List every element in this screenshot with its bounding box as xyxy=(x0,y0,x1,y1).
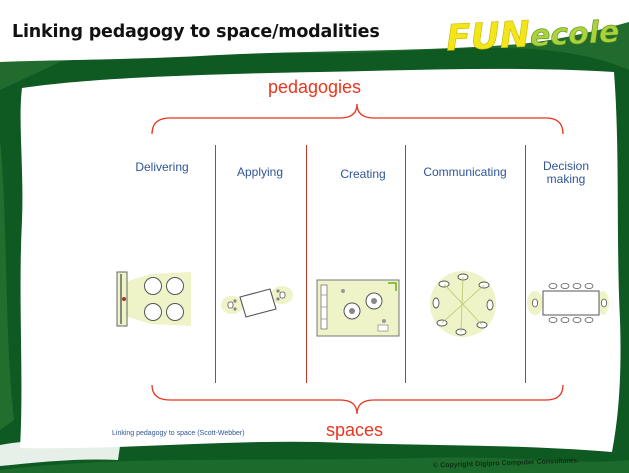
column-divider xyxy=(405,145,406,383)
small-group-table-icon xyxy=(221,286,293,318)
column-label-applying: Applying xyxy=(236,165,284,179)
source-caption: Linking pedagogy to space (Scott-Webber) xyxy=(112,430,245,437)
lecture-room-layout-icon xyxy=(116,271,191,327)
spaces-label: spaces xyxy=(326,420,384,440)
column-label-communicating: Communicating xyxy=(423,165,507,179)
studio-room-layout-icon xyxy=(316,279,400,337)
pedagogies-label: pedagogies xyxy=(267,77,362,97)
slide-title: Linking pedagogy to space/modalities xyxy=(12,22,380,42)
column-label-delivering: Delivering xyxy=(135,160,189,174)
logo-part-fun: FUN xyxy=(445,14,532,60)
column-divider xyxy=(215,145,216,383)
column-divider xyxy=(306,145,307,383)
round-discussion-layout-icon xyxy=(430,271,496,337)
column-label-creating: Creating xyxy=(340,167,386,181)
boardroom-table-icon xyxy=(527,283,609,324)
column-label-decision-making: Decision making xyxy=(542,159,590,186)
logo-part-ecole: ecole xyxy=(529,14,621,55)
column-divider xyxy=(525,145,526,383)
